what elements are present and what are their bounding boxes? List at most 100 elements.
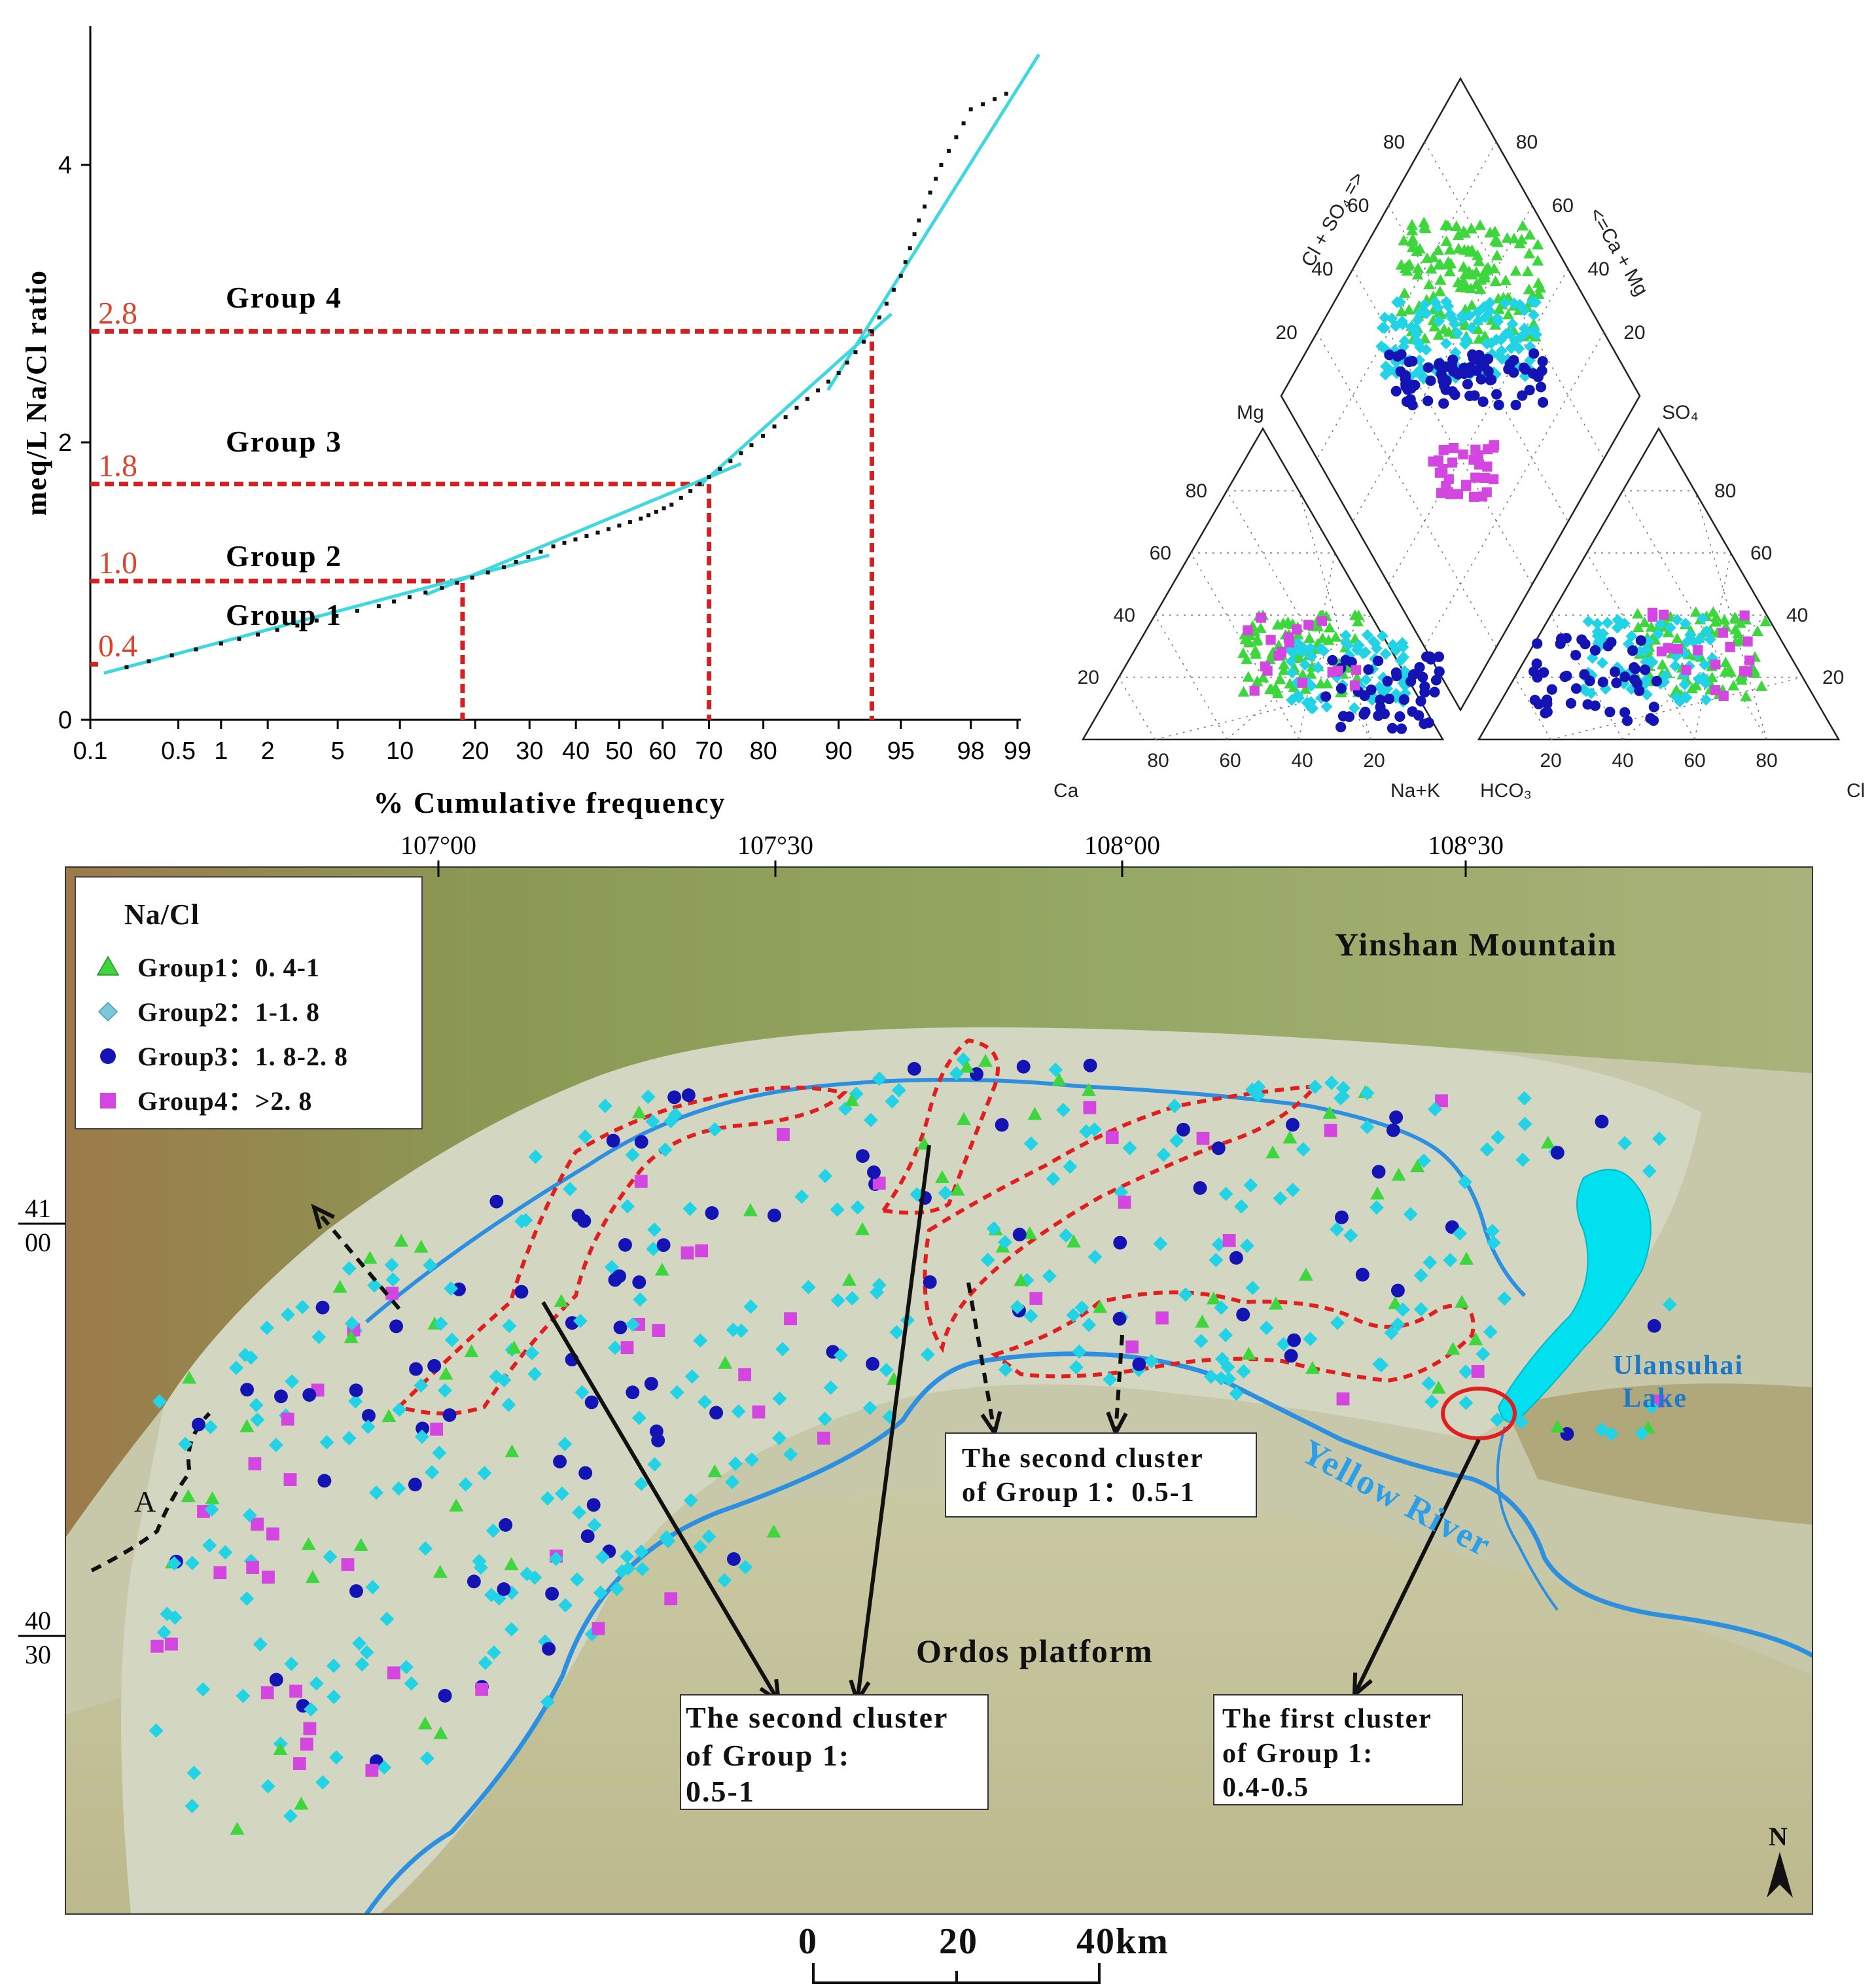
scale-0-label: 0 — [798, 1921, 818, 1962]
data-point — [805, 397, 809, 401]
sampling-point — [1471, 1364, 1485, 1378]
piper-point — [1491, 312, 1504, 325]
piper-point — [1335, 683, 1347, 694]
sampling-point — [1153, 1236, 1168, 1251]
sampling-point — [693, 1333, 708, 1348]
sampling-point — [1384, 1325, 1399, 1340]
piper-point — [1645, 713, 1656, 724]
sampling-point — [475, 1682, 489, 1696]
sampling-point — [784, 1312, 797, 1326]
sampling-point — [1113, 1235, 1127, 1250]
sampling-point — [353, 1538, 368, 1552]
sampling-point — [997, 1235, 1012, 1250]
piper-point — [1638, 616, 1651, 628]
sampling-point — [437, 1383, 452, 1398]
sampling-point — [384, 1258, 399, 1273]
sampling-point — [1282, 1130, 1298, 1144]
sampling-point — [381, 1409, 397, 1423]
sampling-point — [577, 1214, 592, 1228]
piper-point — [1697, 671, 1710, 684]
data-point — [836, 371, 841, 375]
piper-point — [1359, 646, 1371, 658]
data-point — [669, 503, 674, 507]
arrowhead-icon — [311, 1203, 335, 1230]
sampling-point — [693, 1539, 708, 1554]
sampling-point — [584, 1395, 599, 1410]
sampling-point — [415, 1421, 430, 1436]
piper-point — [1453, 243, 1465, 254]
sampling-point — [626, 1385, 640, 1400]
piper-point — [1443, 487, 1453, 497]
sampling-point — [980, 1252, 995, 1268]
piper-point — [1611, 622, 1623, 634]
piper-point — [1320, 691, 1332, 702]
scale-bar: 0 20 40km — [798, 1921, 1168, 1984]
piper-point — [1407, 233, 1419, 244]
sampling-point — [709, 1406, 724, 1420]
sampling-point — [1296, 1142, 1311, 1157]
sampling-point — [540, 1491, 555, 1506]
sampling-point — [467, 1574, 481, 1589]
piper-point — [1640, 673, 1652, 686]
piper-point — [1479, 472, 1490, 484]
sampling-point — [1029, 1292, 1043, 1305]
piper-point — [1720, 656, 1732, 667]
piper-point — [1434, 285, 1446, 296]
piper-point — [1481, 338, 1493, 350]
piper-point — [1278, 658, 1290, 669]
piper-point — [1430, 675, 1442, 686]
data-point — [526, 554, 531, 559]
x-tick-label: 2 — [261, 737, 275, 765]
threshold-line — [90, 578, 465, 720]
piper-point — [1288, 681, 1300, 692]
piper-tick-label: 40 — [1311, 258, 1333, 280]
sampling-point — [1195, 1314, 1210, 1328]
piper-point — [1639, 664, 1651, 675]
sampling-point — [430, 1423, 444, 1436]
piper-point — [1382, 676, 1393, 687]
cl-so4-axis-label: Cl + SO₄ => — [1297, 168, 1368, 270]
piper-point — [1493, 399, 1504, 411]
sampling-point — [1105, 1131, 1119, 1145]
sampling-point — [246, 1561, 260, 1574]
piper-point — [1317, 632, 1329, 643]
piper-point — [1274, 673, 1286, 684]
piper-point — [1474, 349, 1485, 361]
piper-point — [1718, 690, 1729, 701]
sampling-point — [557, 1436, 573, 1451]
piper-point — [1671, 632, 1684, 644]
sampling-point — [1093, 1300, 1108, 1313]
sampling-point — [1652, 1131, 1667, 1146]
sampling-point — [752, 1405, 766, 1419]
piper-point — [1419, 718, 1430, 730]
piper-point — [1727, 679, 1740, 691]
latitude-label: 40 — [25, 1606, 51, 1635]
sampling-point — [1014, 1273, 1029, 1287]
sampling-point — [165, 1637, 178, 1651]
sampling-point — [1435, 1094, 1448, 1108]
sampling-point — [1176, 1122, 1190, 1137]
legend-item-label: Group4：>2. 8 — [137, 1086, 312, 1116]
sampling-point — [772, 1391, 787, 1406]
sampling-point — [717, 1572, 732, 1588]
piper-point — [1413, 710, 1424, 721]
data-point — [551, 544, 556, 548]
sampling-point — [328, 1750, 344, 1765]
data-point — [219, 641, 223, 646]
sampling-point — [1132, 1357, 1146, 1372]
legend-item-label: Group1：0. 4-1 — [137, 953, 320, 982]
sampling-point — [1386, 1123, 1400, 1137]
sampling-point — [1087, 1122, 1102, 1137]
sampling-point — [1459, 1364, 1474, 1379]
piper-point — [1596, 657, 1608, 669]
piper-point — [1406, 321, 1418, 333]
piper-point — [1734, 617, 1746, 628]
piper-point — [1491, 249, 1503, 260]
piper-point — [1406, 219, 1418, 230]
sampling-point — [633, 1292, 648, 1307]
piper-point — [1428, 321, 1441, 332]
piper-point — [1292, 689, 1304, 701]
piper-point — [1363, 664, 1374, 675]
sampling-point — [1012, 1228, 1027, 1242]
piper-point — [1704, 633, 1716, 646]
